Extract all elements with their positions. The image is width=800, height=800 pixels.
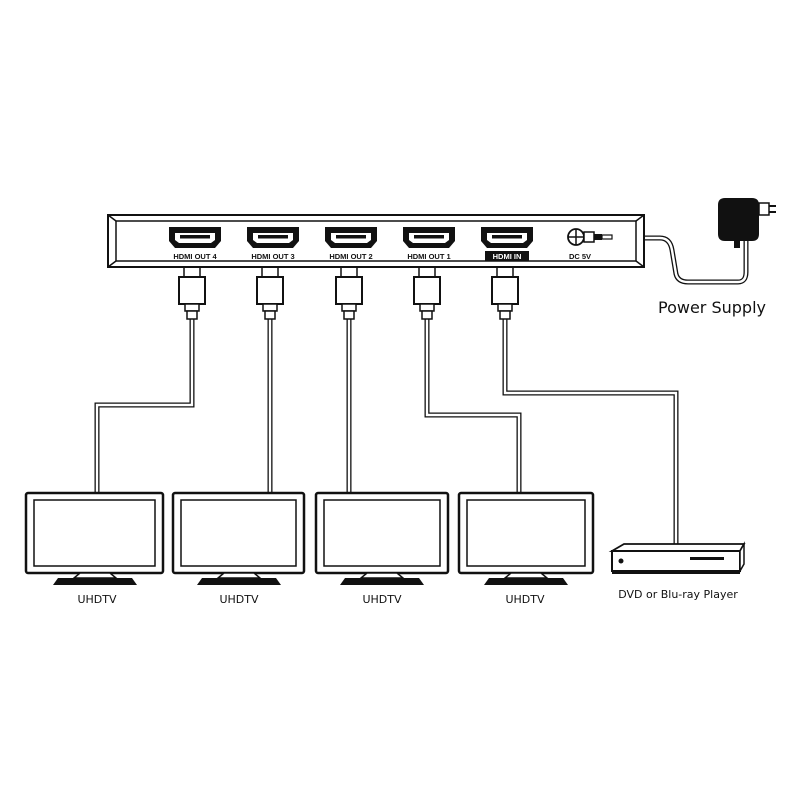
cable-out4 <box>94 318 195 495</box>
hdmi-splitter: HDMI OUT 4 HDMI OUT 3 HDMI OUT 2 HDMI OU… <box>107 214 645 268</box>
power-adapter-icon <box>718 198 776 248</box>
hdmi-plug-out3 <box>256 265 284 320</box>
port-label-out1: HDMI OUT 1 <box>407 252 450 261</box>
hdmi-port-out4 <box>169 227 221 248</box>
dvd-player-icon <box>608 541 746 574</box>
port-label-out4: HDMI OUT 4 <box>173 252 217 261</box>
tv-label: UHDTV <box>77 593 117 606</box>
tv-icon <box>314 491 450 585</box>
hdmi-plug-in <box>491 265 519 320</box>
cable-in <box>502 318 679 552</box>
hdmi-plug-out1 <box>413 265 441 320</box>
tv-icon <box>24 491 165 585</box>
port-label-out3: HDMI OUT 3 <box>251 252 294 261</box>
tv-icon <box>171 491 306 585</box>
hdmi-port-out3 <box>247 227 299 248</box>
hdmi-cables <box>94 235 749 552</box>
hdmi-port-out2 <box>325 227 377 248</box>
tv-label: UHDTV <box>362 593 402 606</box>
hdmi-plug-out2 <box>335 265 363 320</box>
port-label-in-bg <box>485 251 529 261</box>
source-label: DVD or Blu-ray Player <box>618 588 738 601</box>
dc-power-port <box>567 228 613 246</box>
power-supply-label: Power Supply <box>658 298 766 317</box>
tv-icon <box>457 491 595 585</box>
tv-label: UHDTV <box>219 593 259 606</box>
hdmi-plug-out4 <box>178 265 206 320</box>
power-cable <box>612 235 749 285</box>
hdmi-port-in <box>481 227 533 248</box>
hdmi-port-out1 <box>403 227 455 248</box>
tv-label: UHDTV <box>505 593 545 606</box>
port-label-in: HDMI IN <box>493 252 522 261</box>
port-label-out2: HDMI OUT 2 <box>329 252 372 261</box>
dc-port-label: DC 5V <box>569 252 591 261</box>
cable-out1 <box>424 318 522 495</box>
hdmi-plugs <box>178 265 519 320</box>
